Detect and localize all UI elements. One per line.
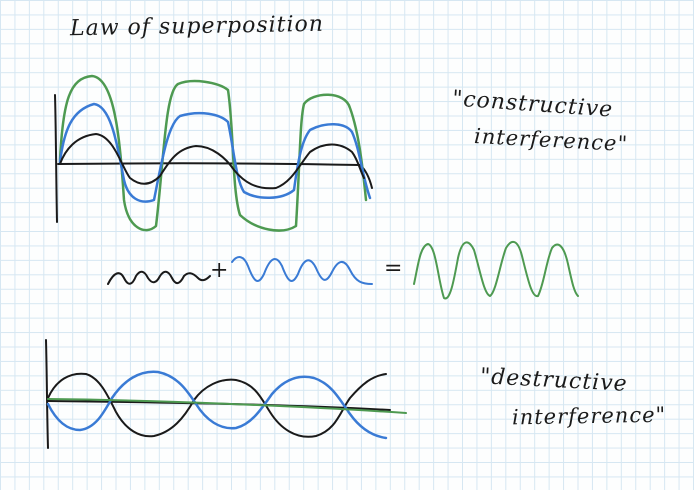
equation-blue-wave <box>231 256 373 285</box>
constructive-plot <box>54 74 373 232</box>
constructive-blue-wave <box>58 102 372 203</box>
destructive-black-wave <box>47 372 387 438</box>
constructive-green-wave <box>58 74 368 232</box>
destructive-green-line <box>47 398 407 414</box>
equation-black-wave <box>107 270 211 285</box>
constructive-x-axis <box>57 162 373 189</box>
plus-sign: + <box>210 258 230 283</box>
equals-sign: = <box>384 256 404 281</box>
superposition-equation <box>107 240 579 300</box>
constructive-y-axis <box>54 94 58 223</box>
destructive-blue-wave <box>46 370 388 440</box>
destructive-plot <box>45 339 407 449</box>
equation-green-wave <box>413 240 579 300</box>
destructive-y-axis <box>45 339 49 449</box>
constructive-black-wave <box>59 133 365 190</box>
